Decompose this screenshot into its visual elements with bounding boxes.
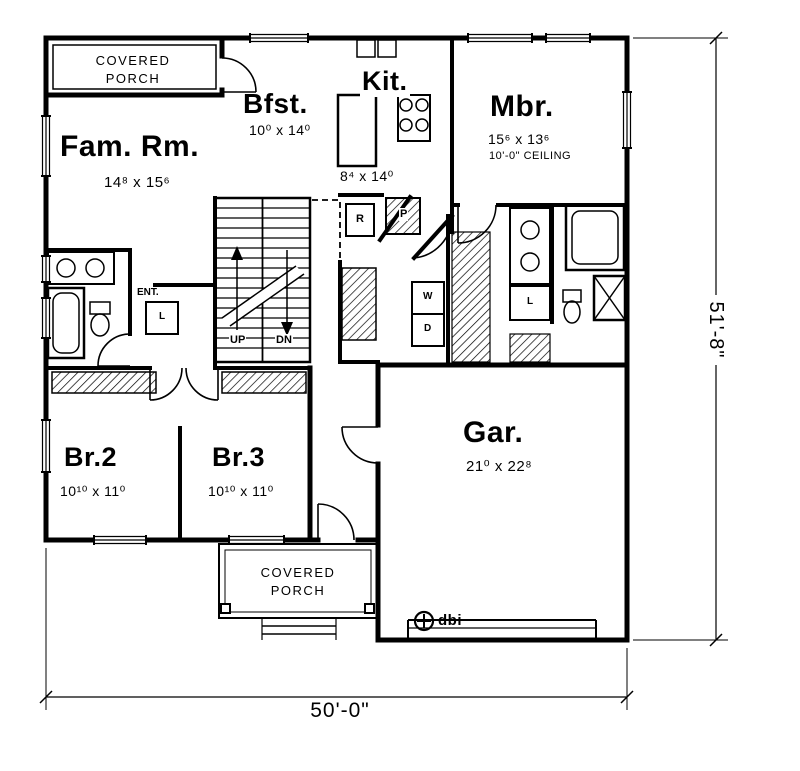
stairs [213,196,312,364]
covered-porch-bottom-label: COVERED PORCH [260,565,336,598]
logo-text: dbi [438,612,462,629]
stairs-dn-label: DN [275,334,293,347]
porch-outlines [52,44,378,640]
pantry-label: P [399,208,409,221]
entry-label: ENT. [136,287,160,299]
room-label-fam-rm: Fam. Rm. [60,130,200,163]
dashed-header-lines [312,199,341,260]
room-dims-kit: 8⁴ x 14⁰ [338,168,396,185]
room-label-mbr: Mbr. [490,90,554,123]
logo-mark [413,610,435,632]
door-swings [97,57,497,541]
laundry-fixtures [341,267,445,347]
linen-entry-label: L [158,311,167,323]
room-label-br3: Br.3 [212,442,266,472]
windows [41,33,632,545]
bedroom-closets [51,371,307,394]
stairs-up-label: UP [229,334,247,347]
room-dims-br3: 10¹⁰ x 11⁰ [208,483,274,499]
washer-label: W [422,291,434,303]
covered-porch-top-label: COVERED PORCH [95,53,171,86]
overall-width-dimension: 50'-0" [277,699,403,724]
room-label-br2: Br.2 [64,442,118,472]
room-label-bfst: Bfst. [243,88,308,119]
dryer-label: D [423,323,433,335]
room-ceiling-mbr: 10'-0" CEILING [489,150,572,162]
master-bath-fixtures [451,203,627,363]
room-dims-gar: 21⁰ x 22⁸ [466,458,533,475]
room-dims-fam-rm: 14⁸ x 15⁶ [104,174,171,191]
linen-master-label: L [526,296,535,308]
room-label-gar: Gar. [463,416,524,449]
range-label: R [355,213,365,226]
room-dims-mbr: 15⁶ x 13⁶ [488,131,550,147]
garage-door [407,619,597,640]
room-dims-bfst: 10⁰ x 14⁰ [249,122,311,138]
overall-depth-dimension: 51'-8" [705,295,727,365]
room-label-kit: Kit. [360,66,410,98]
room-dims-br2: 10¹⁰ x 11⁰ [60,483,126,499]
